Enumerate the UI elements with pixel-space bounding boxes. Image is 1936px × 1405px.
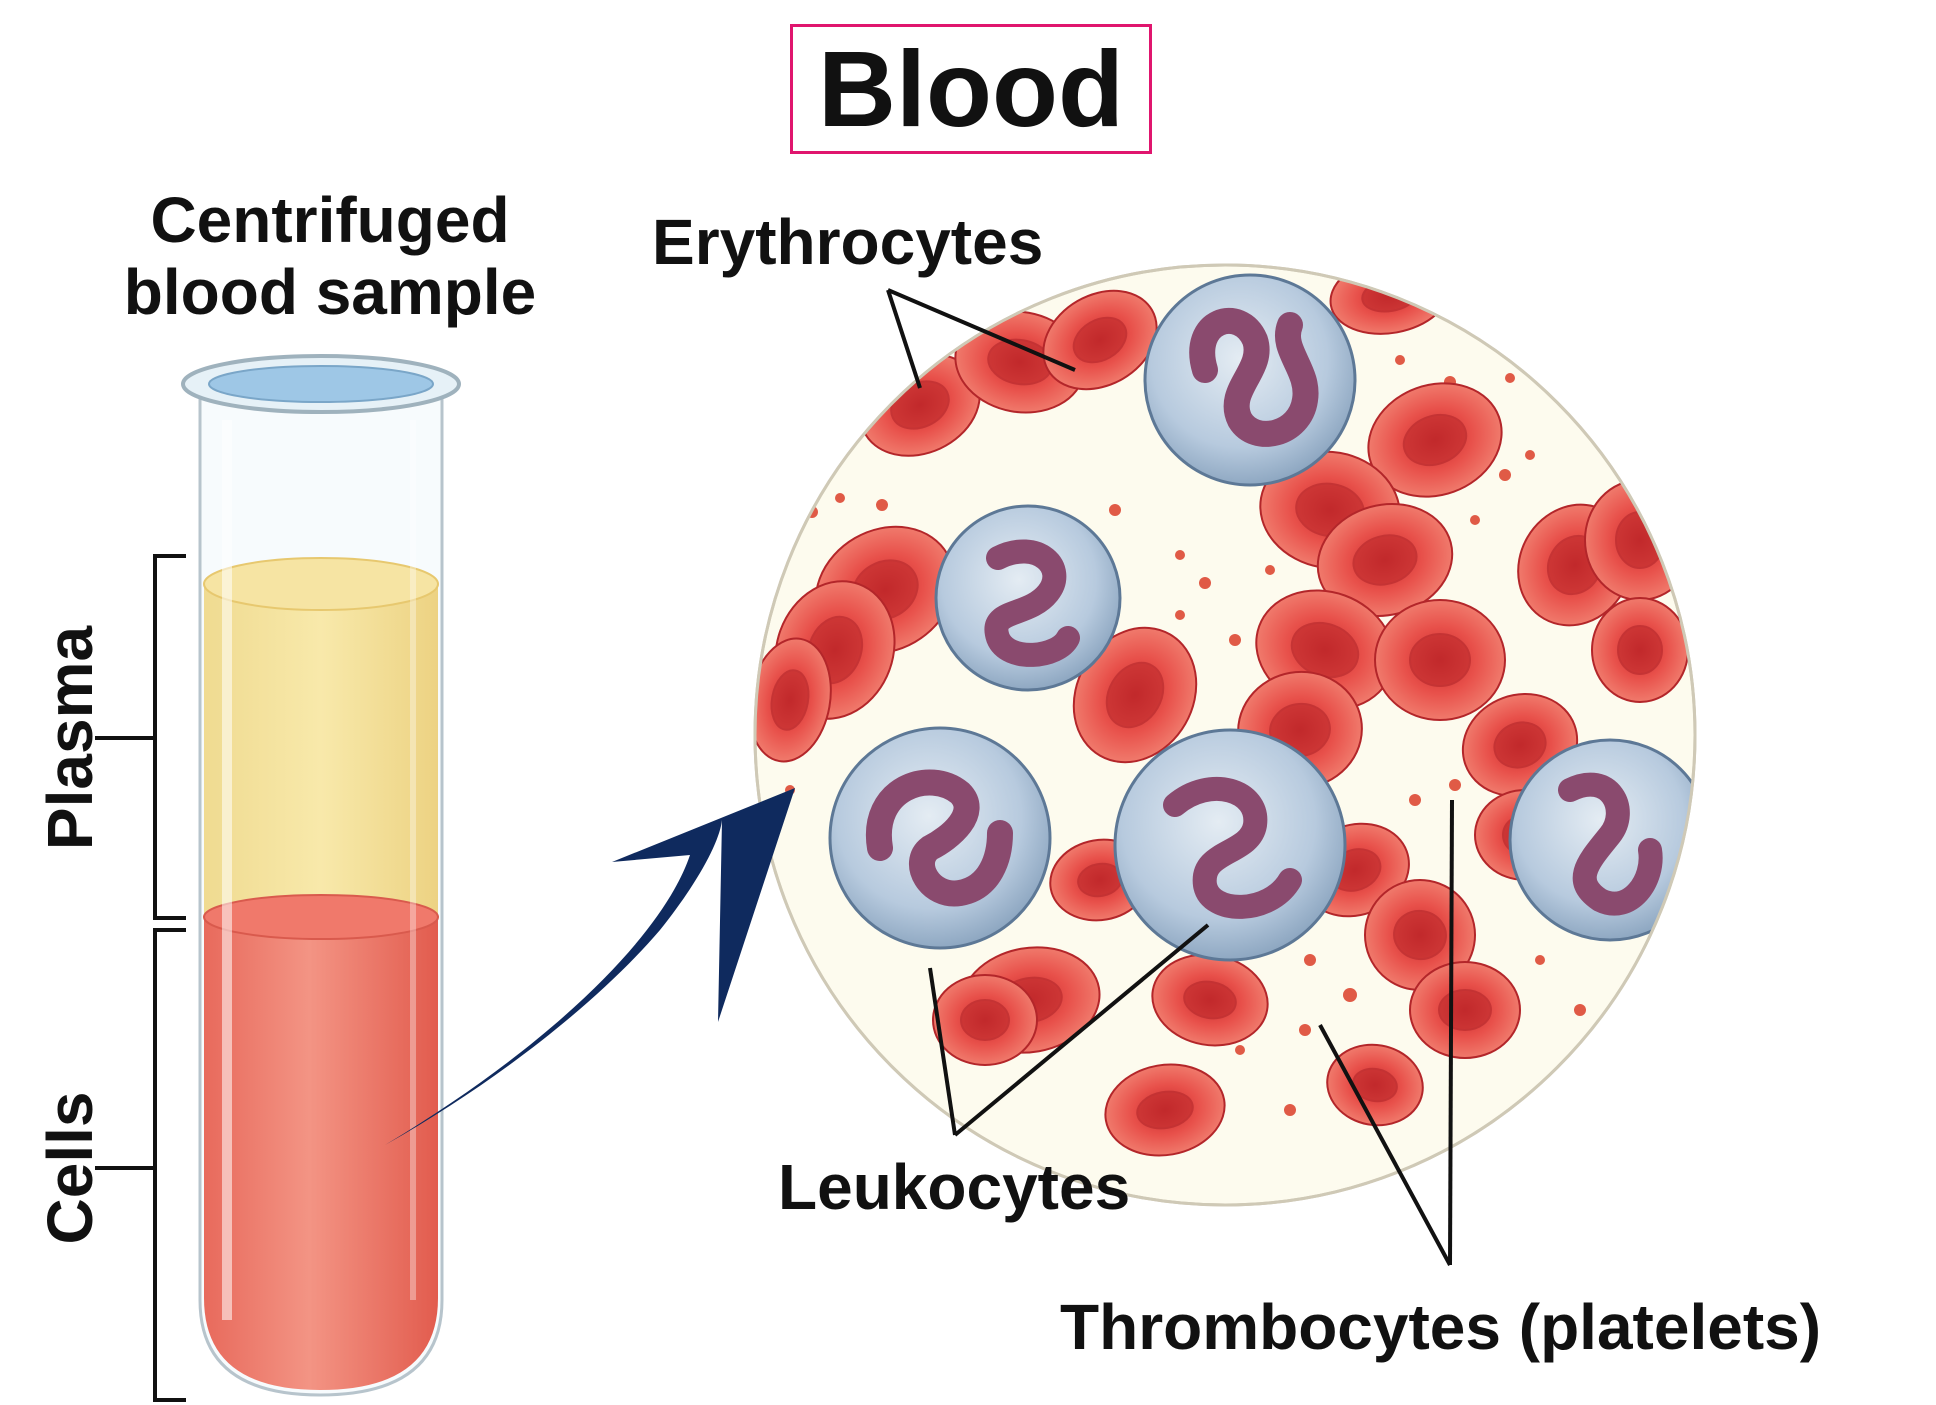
leukocytes-cells — [828, 273, 1695, 962]
sample-label-line1: Centrifuged — [150, 184, 510, 256]
plasma-bracket — [95, 554, 186, 920]
plasma-layer — [204, 570, 438, 918]
magnify-arrow — [385, 788, 795, 1145]
sample-label: Centrifuged blood sample — [70, 184, 590, 328]
sample-label-line2: blood sample — [123, 256, 537, 328]
test-tube — [181, 354, 461, 1397]
thrombocytes-label: Thrombocytes (platelets) — [1060, 1291, 1822, 1363]
erythrocytes-label: Erythrocytes — [652, 206, 1044, 278]
diagram-title: Blood — [818, 28, 1124, 149]
cells-bracket — [95, 928, 186, 1402]
cells-layer — [204, 918, 438, 1390]
leader-lines — [886, 288, 1454, 1266]
magnified-view — [753, 263, 1697, 1207]
cells-label: Cells — [34, 1091, 106, 1245]
plasma-label: Plasma — [34, 625, 106, 851]
title-box: Blood — [790, 24, 1152, 154]
leukocytes-label: Leukocytes — [778, 1151, 1131, 1223]
